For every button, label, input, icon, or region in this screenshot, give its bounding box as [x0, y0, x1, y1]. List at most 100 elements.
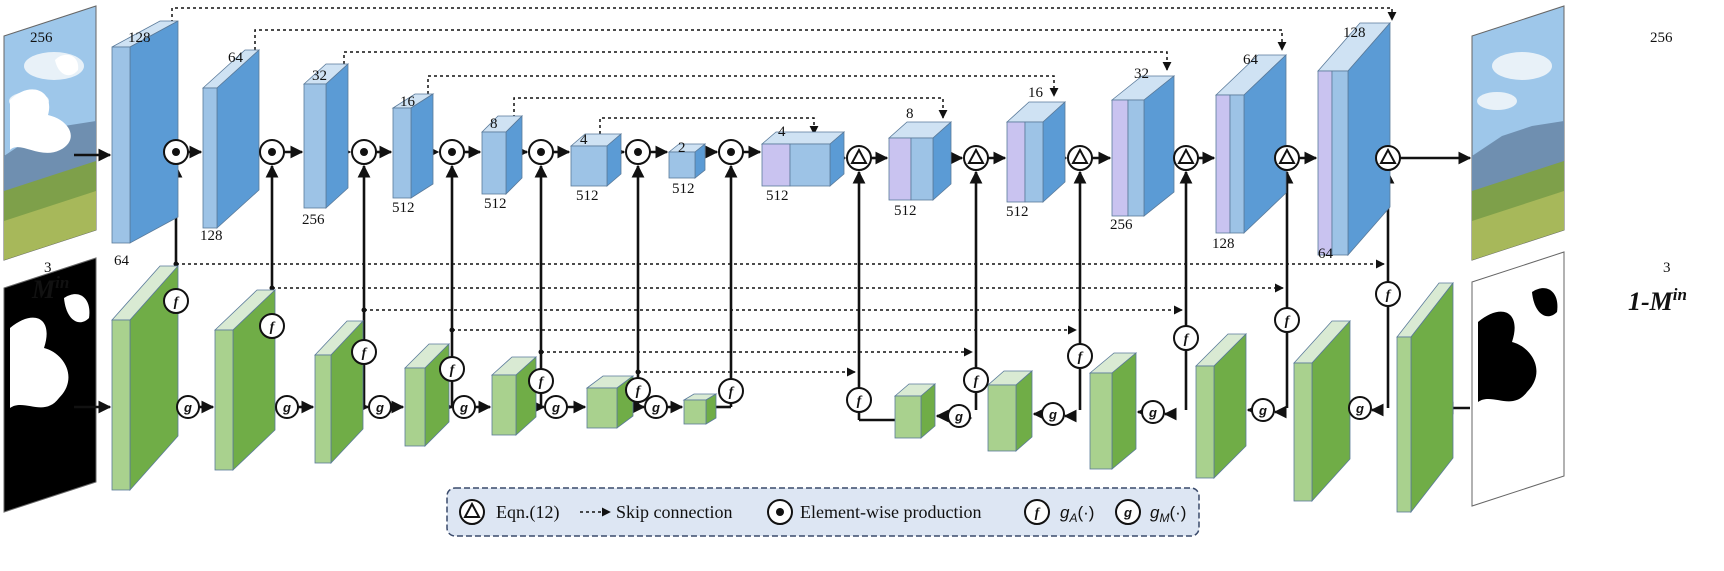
dot-op-icon [439, 139, 465, 165]
g-op-icon: g [947, 404, 971, 428]
svg-text:f: f [1285, 314, 1291, 329]
skip-connection-arrow [599, 117, 819, 135]
output-image-width-label: 256 [1650, 30, 1673, 46]
triangle-op-icon [1375, 145, 1401, 171]
encoder-block [391, 93, 435, 199]
encoder-size-label: 128 [128, 30, 151, 46]
dot-op-icon [625, 139, 651, 165]
decoder-block [1005, 101, 1067, 203]
decoder-size-label: 8 [906, 106, 914, 122]
svg-text:g: g [1148, 405, 1157, 420]
svg-text:g: g [1123, 505, 1132, 520]
encoder-block [111, 20, 179, 244]
decoder-block [887, 121, 953, 201]
legend-elem-label: Element-wise production [800, 502, 981, 522]
skip-connection-arrow [513, 97, 948, 119]
encoder-size-label: 32 [312, 68, 327, 84]
mask-branch-block [682, 393, 718, 425]
encoder-channel-label: 256 [302, 212, 325, 228]
input-mask-icon [3, 257, 97, 513]
g-op-icon: g [275, 395, 299, 419]
g-op-icon: g [176, 395, 200, 419]
f-op-icon: f [846, 387, 872, 413]
decoder-block [1317, 21, 1391, 257]
svg-text:g: g [651, 400, 660, 415]
svg-text:f: f [174, 295, 180, 310]
f-op-icon: f [439, 356, 465, 382]
f-op-icon: f [963, 367, 989, 393]
svg-text:f: f [974, 374, 980, 389]
encoder-channel-label: 512 [484, 196, 507, 212]
svg-text:f: f [1035, 506, 1041, 521]
svg-text:g: g [459, 400, 468, 415]
encoder-block [569, 133, 623, 187]
f-op-icon: f [1274, 307, 1300, 333]
mask-branch-block [111, 264, 179, 492]
decoder-channel-label: 64 [1318, 246, 1334, 262]
mask-branch-block [490, 356, 538, 436]
decoder-size-label: 16 [1028, 85, 1044, 101]
legend-box [446, 487, 1200, 537]
mask-branch-block [404, 343, 450, 447]
encoder-size-label: 2 [678, 140, 686, 156]
encoder-channel-label: 64 [114, 253, 130, 269]
output-image-icon [1471, 5, 1565, 261]
input-image-icon [3, 5, 97, 261]
skip-connection-arrow [171, 7, 1397, 47]
decoder-channel-label: 512 [766, 188, 789, 204]
svg-text:g: g [551, 400, 560, 415]
dot-op-icon [351, 139, 377, 165]
svg-text:f: f [362, 346, 368, 361]
mask-branch-block [1088, 352, 1138, 470]
dot-op-icon [528, 139, 554, 165]
dot-op-icon [259, 139, 285, 165]
triangle-op-icon [1067, 145, 1093, 171]
decoder-channel-label: 128 [1212, 236, 1235, 252]
f-op-icon: f [351, 339, 377, 365]
dot-op-icon [163, 139, 189, 165]
svg-text:f: f [857, 394, 863, 409]
decoder-channel-label: 512 [1006, 204, 1029, 220]
legend: Eqn.(12) Skip connection Element-wise pr… [446, 487, 1200, 537]
svg-text:g: g [954, 409, 963, 424]
encoder-channel-label: 128 [200, 228, 223, 244]
decoder-channel-label: 512 [894, 203, 917, 219]
svg-text:f: f [1386, 288, 1392, 303]
decoder-block [760, 131, 846, 187]
svg-text:g: g [375, 400, 384, 415]
legend-skip-label: Skip connection [616, 502, 732, 522]
f-op-icon: f [1173, 325, 1199, 351]
f-op-icon: f [1067, 343, 1093, 369]
skip-connection-arrow [343, 51, 1172, 71]
g-op-icon: g [1251, 398, 1275, 422]
output-image-channel-label: 3 [1663, 260, 1671, 276]
input-image-width-label: 256 [30, 30, 53, 46]
svg-text:g: g [1258, 403, 1267, 418]
g-op-icon: g [644, 395, 668, 419]
encoder-size-label: 64 [228, 50, 244, 66]
decoder-channel-label: 256 [1110, 217, 1133, 233]
dot-op-icon [718, 139, 744, 165]
encoder-channel-label: 512 [392, 200, 415, 216]
dot-op-icon [767, 499, 793, 525]
triangle-op-icon [1274, 145, 1300, 171]
f-op-icon: f [163, 288, 189, 314]
svg-text:f: f [636, 384, 642, 399]
output-mask-label: 1-Min [1628, 285, 1687, 316]
svg-text:f: f [450, 363, 456, 378]
mask-branch-block [893, 383, 937, 439]
svg-text:f: f [270, 320, 276, 335]
mask-branch-block [1293, 319, 1351, 503]
legend-ga-label: gA(·) [1060, 503, 1094, 525]
legend-eqn-label: Eqn.(12) [496, 502, 559, 523]
f-op-icon: f [1024, 499, 1050, 525]
triangle-op-icon [846, 145, 872, 171]
encoder-block [201, 49, 261, 229]
decoder-size-label: 32 [1134, 66, 1149, 82]
triangle-op-icon [1173, 145, 1199, 171]
decoder-size-label: 128 [1343, 25, 1366, 41]
svg-text:f: f [1184, 332, 1190, 347]
encoder-block [667, 143, 707, 179]
svg-text:f: f [539, 375, 545, 390]
